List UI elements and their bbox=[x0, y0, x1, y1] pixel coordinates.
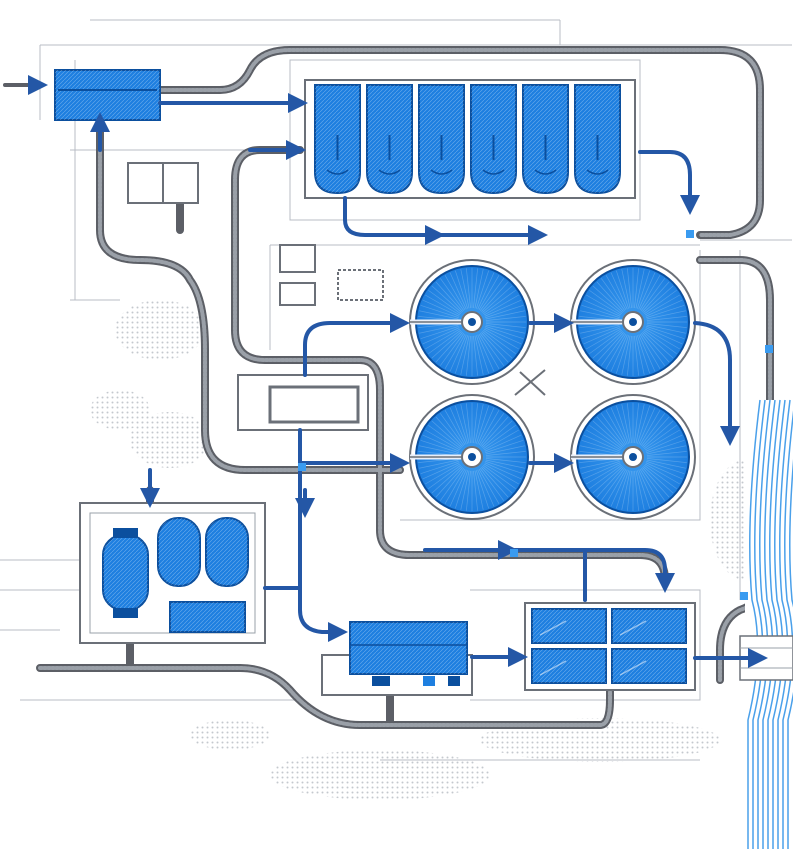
filter-cell bbox=[522, 84, 569, 195]
auxiliary-buildings bbox=[127, 162, 384, 431]
x-marker-icon bbox=[514, 369, 546, 396]
clarifier-2 bbox=[570, 259, 696, 385]
filter-basin bbox=[304, 79, 636, 199]
pipe-network bbox=[36, 46, 774, 729]
pipe-junctions bbox=[298, 230, 773, 600]
storage-tank-icon bbox=[205, 517, 249, 587]
chemical-tray-icon bbox=[169, 601, 246, 633]
filter-cell bbox=[366, 84, 413, 195]
clarifier-3 bbox=[409, 394, 535, 520]
filter-cell bbox=[470, 84, 517, 195]
flow-arrows bbox=[3, 75, 768, 668]
filter-cell bbox=[314, 84, 361, 195]
pump-building bbox=[321, 621, 473, 696]
chemical-storage bbox=[79, 502, 266, 644]
basin-cell bbox=[531, 648, 607, 684]
intake-tank bbox=[54, 69, 161, 121]
filter-cells bbox=[314, 84, 621, 195]
treated-water-basins bbox=[524, 602, 696, 691]
filter-cell bbox=[574, 84, 621, 195]
basin-cell bbox=[531, 608, 607, 644]
basin-cell bbox=[611, 648, 687, 684]
storage-tank-icon bbox=[157, 517, 201, 587]
clarifiers bbox=[409, 259, 696, 520]
filter-cell bbox=[418, 84, 465, 195]
clarifier-1 bbox=[409, 259, 535, 385]
vertical-tank-icon bbox=[102, 528, 149, 618]
clarifier-4 bbox=[570, 394, 696, 520]
basin-cell bbox=[611, 608, 687, 644]
river-outfall bbox=[739, 399, 793, 849]
